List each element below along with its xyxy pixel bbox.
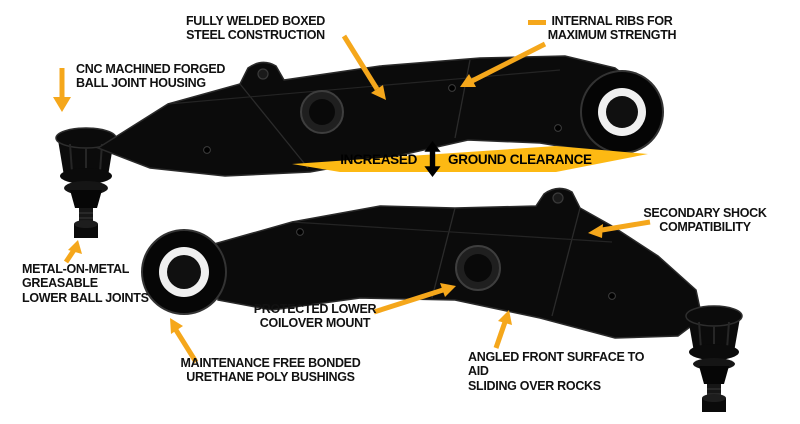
- callout-secondary-shock: SECONDARY SHOCK COMPATIBILITY: [643, 206, 767, 235]
- ground-clearance-label: INCREASED GROUND CLEARANCE: [303, 141, 629, 177]
- top-control-arm: [55, 55, 664, 238]
- top-ball-joint: [55, 127, 117, 238]
- arrow-cnc-housing: [53, 68, 71, 112]
- callout-maintenance-bushings: MAINTENANCE FREE BONDED URETHANE POLY BU…: [180, 356, 361, 385]
- arrow-fully-welded: [341, 34, 386, 100]
- callout-cnc-housing: CNC MACHINED FORGED BALL JOINT HOUSING: [76, 62, 226, 91]
- bottom-control-arm: [141, 187, 743, 412]
- updown-arrow-icon: [424, 141, 441, 177]
- banner-word-ground-clearance: GROUND CLEARANCE: [448, 151, 592, 167]
- top-bushing: [580, 70, 664, 154]
- bottom-ball-joint: [685, 305, 743, 412]
- callout-metal-on-metal: METAL-ON-METAL GREASABLE LOWER BALL JOIN…: [22, 262, 149, 305]
- bottom-bushing: [141, 229, 227, 315]
- callout-fully-welded: FULLY WELDED BOXED STEEL CONSTRUCTION: [185, 14, 326, 43]
- top-mount-bolt: [257, 68, 269, 80]
- callout-protected-coilover: PROTECTED LOWER COILOVER MOUNT: [253, 302, 377, 331]
- arrow-secondary-shock: [588, 219, 651, 238]
- bottom-coilover-mount-hole: [455, 245, 501, 291]
- arrow-protected-coilover: [373, 283, 456, 315]
- secondary-shock-mount-bolt: [552, 192, 564, 204]
- arrow-angled-front: [493, 310, 512, 349]
- callout-arrows: [53, 20, 651, 364]
- callout-internal-ribs: INTERNAL RIBS FOR MAXIMUM STRENGTH: [547, 14, 677, 43]
- ground-clearance-banner: [292, 146, 648, 172]
- arrow-metal-on-metal: [63, 240, 82, 264]
- top-coilover-mount-hole: [300, 90, 344, 134]
- arrow-maintenance-bushings: [170, 318, 199, 364]
- callout-angled-front: ANGLED FRONT SURFACE TO AID SLIDING OVER…: [468, 350, 645, 393]
- banner-word-increased: INCREASED: [340, 151, 418, 167]
- arrow-internal-ribs: [460, 20, 547, 87]
